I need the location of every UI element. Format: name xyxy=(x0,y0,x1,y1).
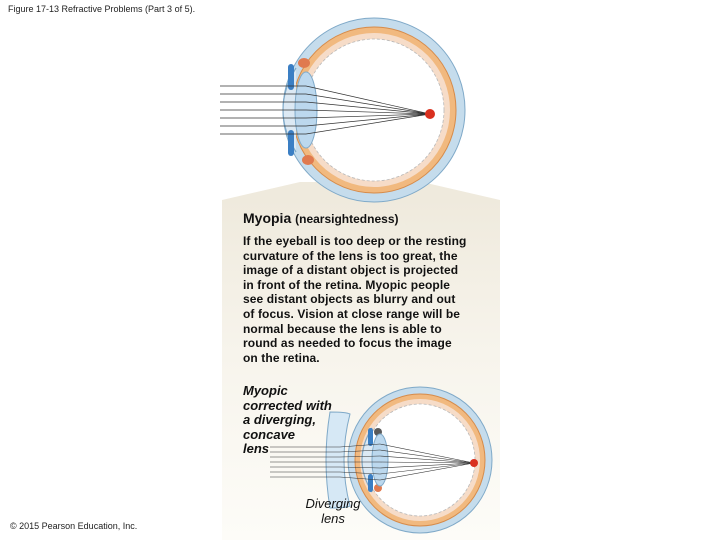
focus-point-small xyxy=(470,459,478,467)
light-rays xyxy=(220,85,431,135)
corrected-eye-label: Myopic corrected with a diverging, conca… xyxy=(243,383,332,457)
figure-caption: Figure 17-13 Refractive Problems (Part 3… xyxy=(8,4,196,14)
corrected-eye xyxy=(270,386,493,534)
iris-upper xyxy=(288,64,294,90)
condition-subtitle: (nearsightedness) xyxy=(295,212,399,226)
iris-lower-small xyxy=(368,474,373,492)
diverging-lens-label: Diverging lens xyxy=(305,496,361,526)
ciliary-lower xyxy=(302,155,314,165)
ciliary-upper xyxy=(298,58,310,68)
copyright-notice: © 2015 Pearson Education, Inc. xyxy=(10,521,138,531)
iris-upper-small xyxy=(368,428,373,446)
lens-small xyxy=(371,433,389,487)
condition-heading: Myopia (nearsightedness) xyxy=(243,210,398,226)
condition-title: Myopia xyxy=(243,210,292,226)
focus-point xyxy=(425,109,435,119)
vitreous-chamber xyxy=(303,38,445,182)
myopic-eye xyxy=(220,17,466,203)
light-rays-corrected xyxy=(270,443,475,481)
diverging-lens xyxy=(325,411,351,509)
condition-description: If the eyeball is too deep or the restin… xyxy=(243,234,467,365)
iris-lower xyxy=(288,130,294,156)
